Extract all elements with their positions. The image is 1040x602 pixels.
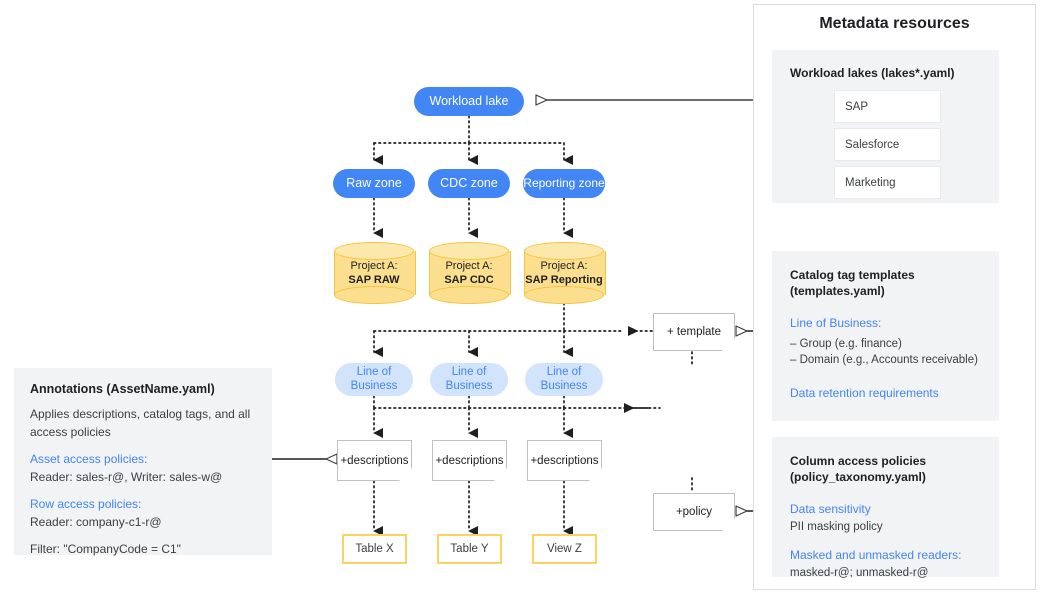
row-access-heading: Row access policies:	[30, 497, 142, 511]
column-policies-group: Column access policies (policy_taxonomy.…	[772, 437, 999, 579]
filter-value: Filter: "CompanyCode = C1"	[30, 542, 181, 556]
annotations-summary: Applies descriptions, catalog tags, and …	[30, 407, 251, 439]
note-fold-icon	[399, 468, 412, 481]
descriptions-label: +descriptions	[435, 454, 504, 467]
output-label: View Z	[547, 543, 582, 555]
lob-label: Line of Business	[540, 365, 588, 392]
lob-label: Line of Business	[350, 365, 398, 392]
output-label: Table Y	[450, 543, 489, 555]
column-policies-heading-2: (policy_taxonomy.yaml)	[790, 470, 926, 485]
cdc-zone-label: CDC zone	[440, 176, 498, 191]
project-line2: SAP RAW	[348, 274, 400, 286]
cylinder-top	[334, 242, 414, 260]
workload-lake-label: Workload lake	[429, 94, 509, 109]
node-view-z[interactable]: View Z	[532, 534, 597, 564]
line-of-business-heading: Line of Business:	[790, 316, 882, 331]
row-access-value: Reader: company-c1-r@	[30, 515, 162, 529]
project-line1: Project A:	[540, 259, 588, 272]
node-descriptions-2[interactable]: +descriptions	[432, 440, 507, 481]
workload-lake-label: Marketing	[845, 176, 896, 189]
project-label: Project A: SAP Reporting	[524, 242, 604, 304]
asset-access-value: Reader: sales-r@, Writer: sales-w@	[30, 470, 223, 484]
cylinder-top	[429, 242, 509, 260]
project-label: Project A: SAP RAW	[334, 242, 414, 304]
catalog-bullet-domain: – Domain (e.g., Accounts receivable)	[790, 354, 978, 367]
note-fold-icon	[494, 468, 507, 481]
node-table-x[interactable]: Table X	[342, 534, 407, 564]
note-fold-icon	[722, 518, 735, 531]
wire-descriptions-to-outputs	[373, 480, 573, 536]
note-fold-icon	[589, 468, 602, 481]
note-fold-icon	[722, 338, 735, 351]
column-policies-heading-1: Column access policies	[790, 454, 927, 468]
cylinder-bottom	[429, 286, 509, 304]
node-project-sap-raw[interactable]: Project A: SAP RAW	[334, 242, 416, 304]
raw-zone-label: Raw zone	[346, 176, 402, 191]
workload-lake-label: Salesforce	[845, 138, 900, 151]
node-template-note[interactable]: + template	[653, 313, 735, 351]
node-line-of-business-1[interactable]: Line of Business	[335, 363, 413, 396]
catalog-templates-group: Catalog tag templates (templates.yaml) L…	[772, 251, 999, 421]
project-line2: SAP Reporting	[525, 274, 603, 286]
output-label: Table X	[355, 543, 394, 555]
node-workload-lake[interactable]: Workload lake	[414, 87, 524, 116]
cylinder-top	[524, 242, 604, 260]
wire-zones-to-projects	[373, 197, 573, 238]
node-line-of-business-3[interactable]: Line of Business	[525, 363, 603, 396]
node-reporting-zone[interactable]: Reporting zone	[523, 169, 605, 198]
workload-lake-item-salesforce[interactable]: Salesforce	[834, 128, 941, 161]
template-note-label: + template	[666, 326, 722, 338]
catalog-templates-heading-1: Catalog tag templates	[790, 268, 915, 282]
catalog-templates-heading-2: (templates.yaml)	[790, 284, 885, 299]
workload-lake-item-sap[interactable]: SAP	[834, 90, 941, 123]
workload-lakes-heading: Workload lakes (lakes*.yaml)	[790, 66, 955, 80]
cylinder-bottom	[334, 286, 414, 304]
metadata-resources-panel: Metadata resources Workload lakes (lakes…	[753, 4, 1036, 590]
wire-lake-to-zones	[373, 115, 573, 165]
node-table-y[interactable]: Table Y	[437, 534, 502, 564]
project-line1: Project A:	[445, 259, 493, 272]
policy-note-label: +policy	[675, 506, 713, 518]
workload-lake-item-marketing[interactable]: Marketing	[834, 166, 941, 199]
node-project-sap-reporting[interactable]: Project A: SAP Reporting	[524, 242, 606, 304]
descriptions-label: +descriptions	[340, 454, 409, 467]
lob-label: Line of Business	[445, 365, 493, 392]
cylinder-bottom	[524, 286, 604, 304]
metadata-panel-title: Metadata resources	[819, 15, 970, 32]
wire-descriptions-bus	[373, 395, 661, 438]
node-descriptions-3[interactable]: +descriptions	[527, 440, 602, 481]
node-cdc-zone[interactable]: CDC zone	[428, 169, 510, 198]
project-label: Project A: SAP CDC	[429, 242, 509, 304]
node-policy-note[interactable]: +policy	[653, 493, 735, 531]
node-line-of-business-2[interactable]: Line of Business	[430, 363, 508, 396]
node-project-sap-cdc[interactable]: Project A: SAP CDC	[429, 242, 511, 304]
project-line1: Project A:	[350, 259, 398, 272]
masked-readers-value: masked-r@; unmasked-r@	[790, 566, 929, 579]
descriptions-label: +descriptions	[530, 454, 599, 467]
masked-readers-heading: Masked and unmasked readers:	[790, 548, 962, 563]
workload-lake-label: SAP	[845, 100, 869, 113]
reporting-zone-label: Reporting zone	[523, 176, 605, 191]
node-descriptions-1[interactable]: +descriptions	[337, 440, 412, 481]
data-sensitivity-heading: Data sensitivity	[790, 502, 871, 517]
annotations-title: Annotations (AssetName.yaml)	[30, 382, 215, 396]
catalog-bullet-group: – Group (e.g. finance)	[790, 337, 902, 350]
data-retention-heading: Data retention requirements	[790, 386, 939, 401]
wire-template-bus	[373, 302, 653, 357]
annotations-panel: Annotations (AssetName.yaml) Applies des…	[14, 368, 272, 556]
data-sensitivity-value: PII masking policy	[790, 520, 883, 533]
workload-lakes-group: Workload lakes (lakes*.yaml) SAP Salesfo…	[772, 50, 999, 203]
node-raw-zone[interactable]: Raw zone	[333, 169, 415, 198]
asset-access-heading: Asset access policies:	[30, 452, 148, 466]
project-line2: SAP CDC	[444, 274, 494, 286]
